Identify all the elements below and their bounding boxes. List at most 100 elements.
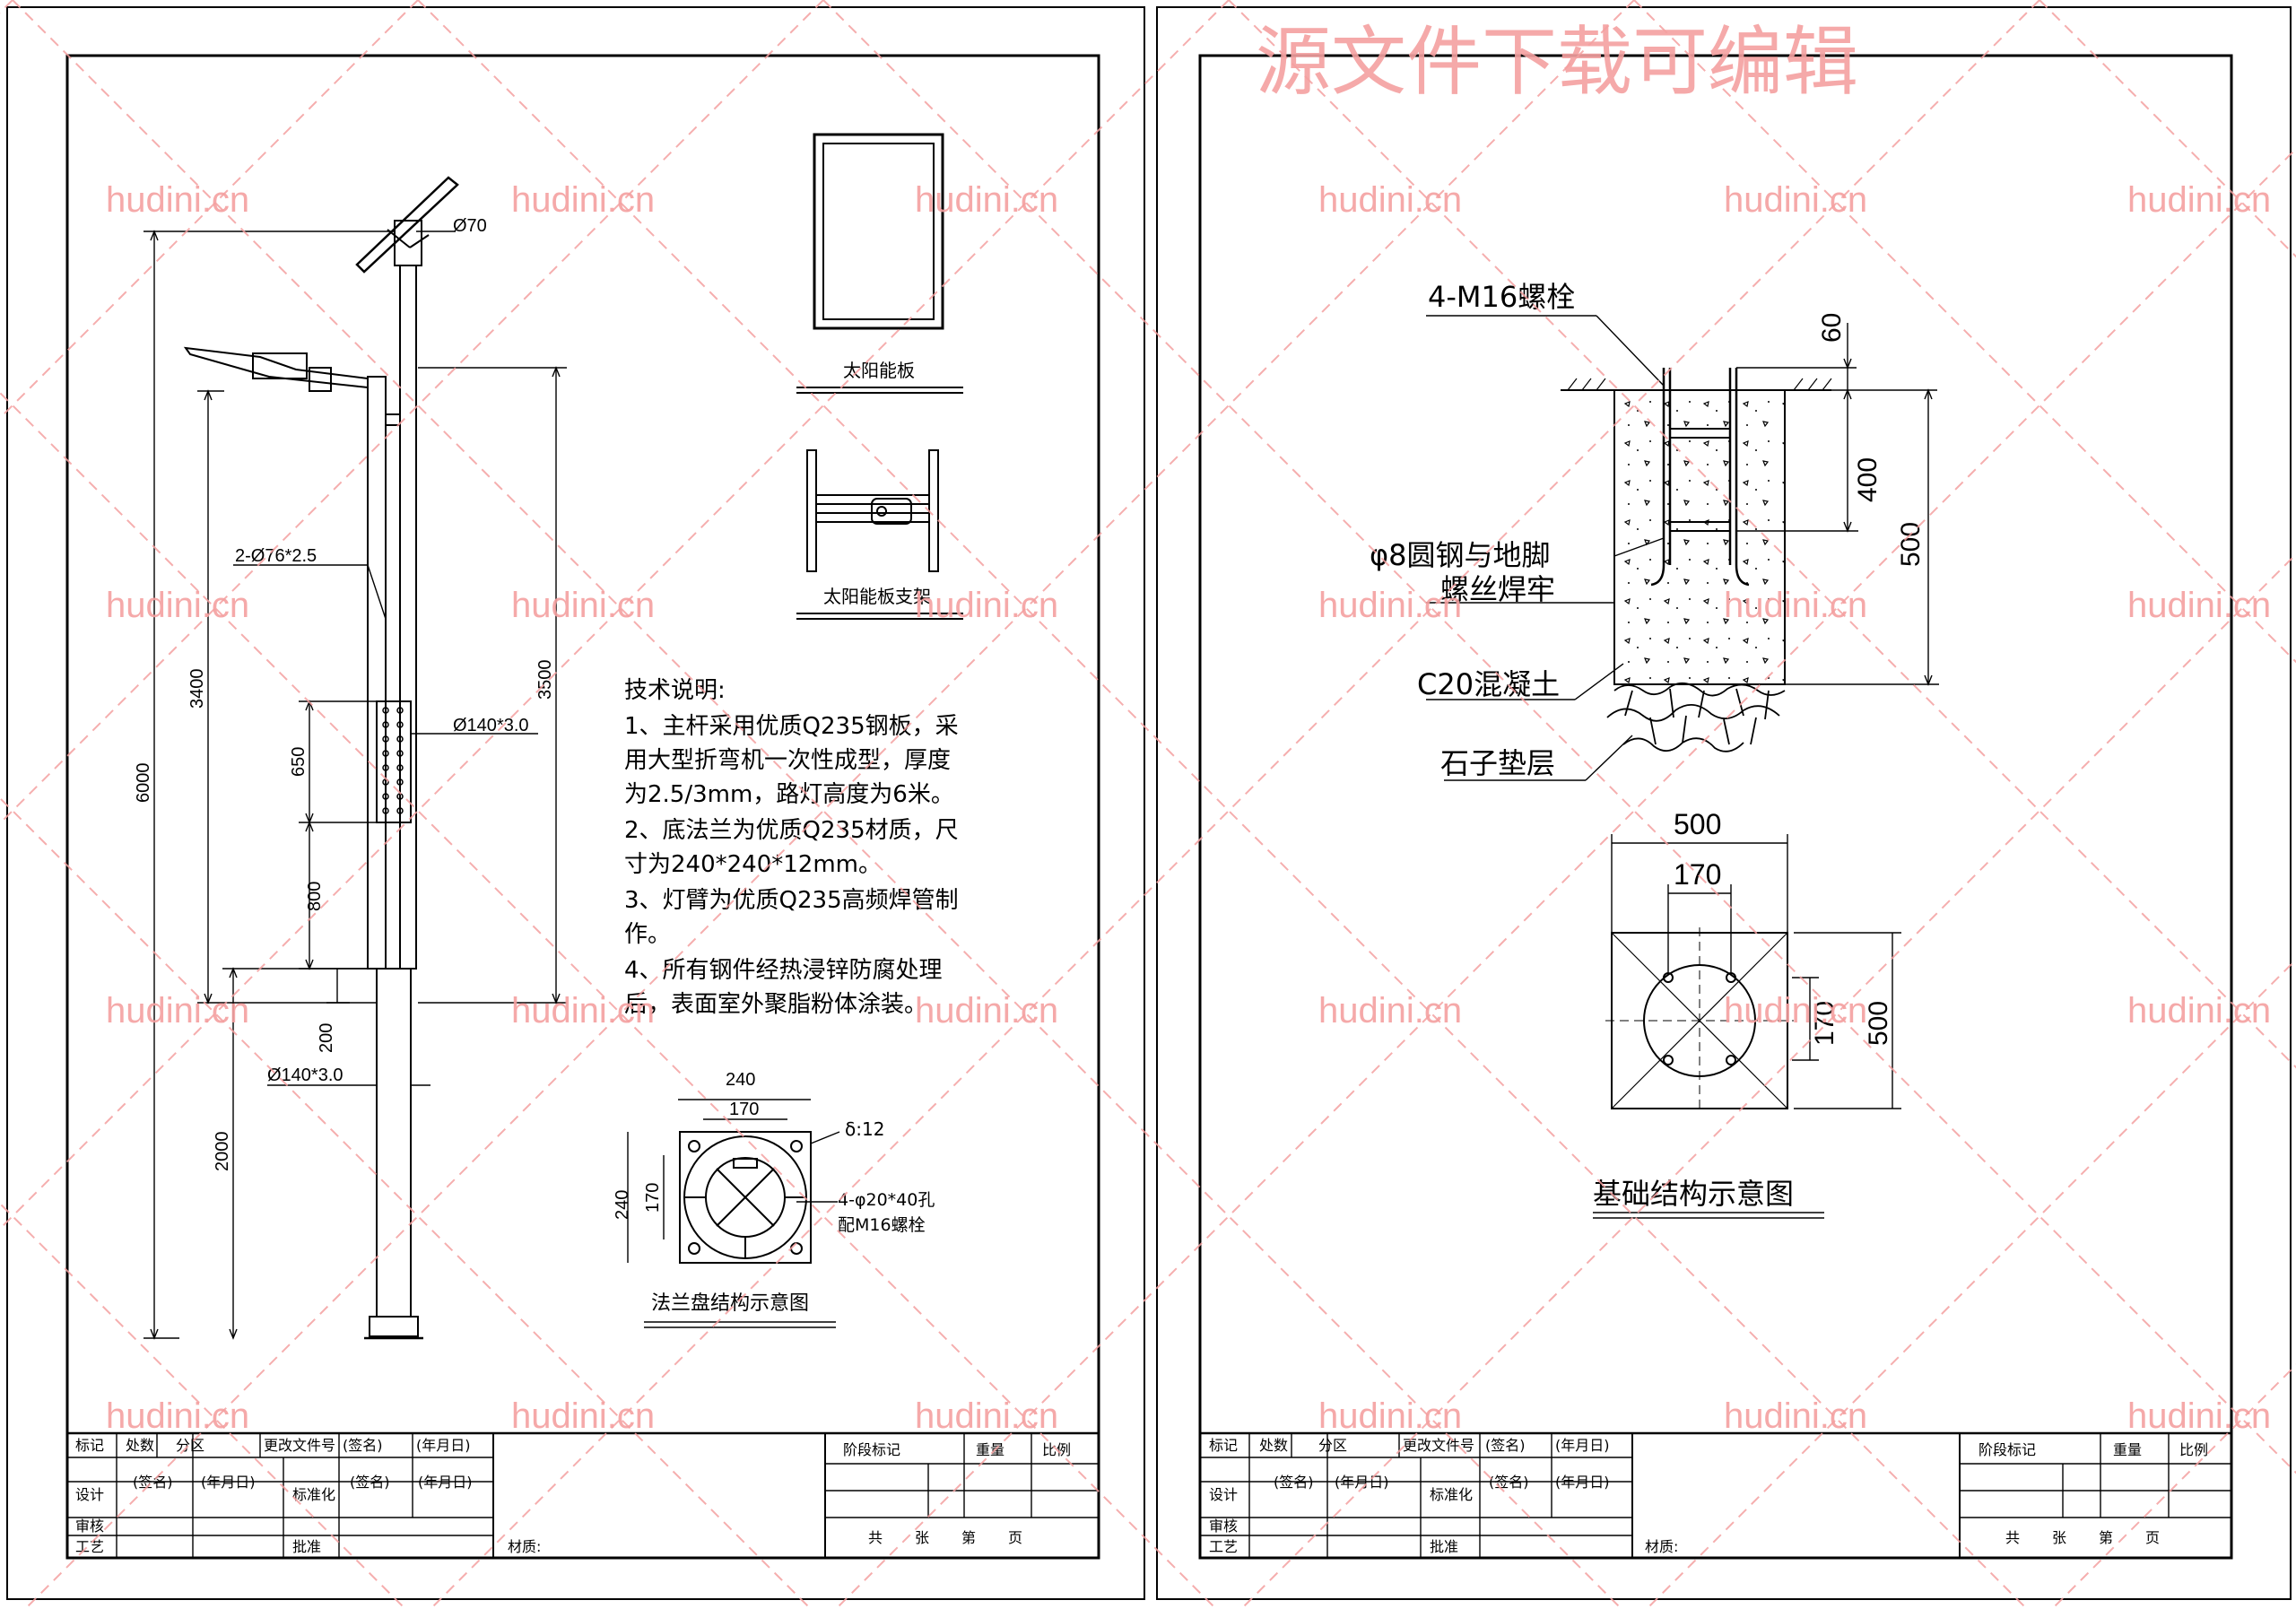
watermark-site-label: hudini.cn (2127, 1396, 2271, 1436)
watermark-diagonal (0, 391, 1217, 1609)
tb-date: (年月日) (1555, 1437, 1610, 1454)
label-concrete: C20混凝土 (1417, 667, 1560, 701)
watermark-site-label: hudini.cn (106, 180, 249, 220)
label-3500: 3500 (535, 660, 555, 700)
watermark-diagonal (0, 0, 824, 825)
label-d500: 500 (1896, 522, 1926, 567)
label-d70: Ø70 (453, 216, 487, 236)
flange-w170: 170 (729, 1100, 759, 1119)
watermark-banner: 源文件下载可编辑 (1256, 18, 1858, 106)
foundation-labels: 4-M16螺栓 φ8圆钢与地脚 螺丝焊牢 C20混凝土 石子垫层 60 400 … (1370, 280, 1926, 780)
watermark-labels: hudini.cn hudini.cn hudini.cn hudini.cn hudi… (106, 180, 2271, 1436)
tb-approve: 批准 (1430, 1538, 1458, 1555)
tech-note-line: 后，表面室外聚脂粉体涂装。 (624, 991, 927, 1018)
right-sheet (1156, 6, 2292, 1600)
watermark-site-label: hudini.cn (106, 1396, 249, 1436)
door-vent-holes (382, 707, 404, 814)
watermark-site-label: hudini.cn (1318, 180, 1462, 220)
right-title-block (1198, 1431, 2233, 1560)
watermark-diagonal (0, 0, 419, 420)
watermark-diagonal (417, 0, 2028, 1609)
tb-standard: 标准化 (292, 1486, 335, 1503)
tb-sign: (签名) (343, 1437, 383, 1454)
tb-sheets: 张 (915, 1529, 929, 1546)
arm-pole (367, 376, 387, 970)
watermark-diagonal (822, 0, 2296, 1474)
label-800: 800 (305, 882, 325, 911)
solar-bracket-caption: 太阳能板支架 (823, 586, 931, 607)
tb-total: 共 (868, 1529, 883, 1546)
tb-design: 设计 (75, 1486, 104, 1503)
watermark-diagonal (0, 1202, 406, 1609)
watermark-site-label: hudini.cn (511, 1396, 655, 1436)
watermark-site-label: hudini.cn (1318, 586, 1462, 625)
watermark-diagonal (12, 0, 1622, 1609)
watermark-site-label: hudini.cn (915, 991, 1058, 1031)
watermark-diagonal (1240, 552, 2296, 1609)
flange-h240: 240 (613, 1190, 632, 1220)
tb-process: 工艺 (1209, 1538, 1238, 1555)
watermark-site-label: hudini.cn (915, 586, 1058, 625)
tech-note-line: 4、所有钢件经热浸锌防腐处理 (624, 957, 943, 984)
tech-note-line: 1、主杆采用优质Q235钢板，采 (624, 713, 959, 740)
plan-w500: 500 (1674, 808, 1721, 840)
panel-support (387, 229, 411, 248)
base-pole (376, 968, 412, 1318)
watermark-diagonal (2051, 1363, 2296, 1609)
base-flange (369, 1316, 419, 1337)
label-200: 200 (317, 1023, 336, 1053)
watermark-diagonal (835, 147, 2296, 1609)
tb-material: 材质: (1645, 1538, 1678, 1555)
watermark-site-label: hudini.cn (1724, 180, 1867, 220)
left-sheet (6, 6, 1145, 1600)
concrete-block (1613, 389, 1786, 685)
foundation-section (1426, 315, 1939, 781)
watermark-diagonal (1633, 0, 2296, 664)
tb-process: 工艺 (75, 1538, 104, 1555)
tech-note-line: 用大型折弯机一次性成型，厚度 (624, 747, 951, 774)
flange-h170: 170 (643, 1183, 663, 1213)
watermark-diagonal (0, 0, 1230, 1231)
tb-review: 审核 (1209, 1518, 1238, 1535)
tb-zone: 分区 (1318, 1437, 1347, 1454)
plan-h500: 500 (1864, 1001, 1893, 1046)
watermark-site-label: hudini.cn (2127, 586, 2271, 625)
watermark-site-label: hudini.cn (1724, 991, 1867, 1031)
upper-pole (399, 265, 417, 970)
tech-note-line: 为2.5/3mm，路灯高度为6米。 (624, 781, 954, 808)
tech-note-line: 2、底法兰为优质Q235材质，尺 (624, 817, 959, 844)
tb-weight: 重量 (976, 1441, 1004, 1458)
foundation-plan-labels: 500 170 170 500 基础结构示意图 (1593, 808, 1893, 1211)
watermark-diagonal (24, 0, 1635, 1609)
solar-panel-detail: 太阳能板 (796, 133, 963, 394)
label-gravel: 石子垫层 (1440, 746, 1555, 780)
label-d400: 400 (1853, 457, 1883, 502)
tb-approve: 批准 (292, 1538, 321, 1555)
tb-std-sign: (签名) (350, 1474, 390, 1491)
tb-number: 第 (2099, 1529, 2113, 1546)
label-rebar-line2: 螺丝焊牢 (1440, 572, 1555, 606)
tb-zone: 分区 (176, 1437, 204, 1454)
tech-note-line: 作。 (624, 921, 671, 948)
tb-std-date: (年月日) (418, 1474, 473, 1491)
plan-caption: 基础结构示意图 (1593, 1177, 1794, 1211)
flange-bolts: 配M16螺栓 (838, 1215, 926, 1235)
gravel-layer (1606, 682, 1786, 752)
tb-stage: 阶段标记 (1979, 1441, 2036, 1458)
tb-change-doc: 更改文件号 (264, 1437, 335, 1454)
tb-stage: 阶段标记 (843, 1441, 900, 1458)
tech-note-line: 寸为240*240*12mm。 (624, 851, 882, 878)
label-d140-mid: Ø140*3.0 (453, 716, 529, 735)
watermark-diagonal (0, 796, 812, 1609)
watermark-site-label: hudini.cn (1318, 991, 1462, 1031)
tb-design-date: (年月日) (1335, 1474, 1389, 1491)
flange-holes: 4-φ20*40孔 (838, 1190, 935, 1210)
pole-dimension-labels: Ø70 2-Ø76*2.5 Ø140*3.0 Ø140*3.0 6000 340… (134, 216, 555, 1171)
tb-total: 共 (2005, 1529, 2020, 1546)
tb-std-date: (年月日) (1555, 1474, 1610, 1491)
tb-mark: 标记 (1209, 1437, 1238, 1454)
label-arm: 2-Ø76*2.5 (235, 546, 317, 566)
solar-panel-caption: 太阳能板 (843, 360, 915, 381)
label-d60: 60 (1817, 313, 1847, 343)
